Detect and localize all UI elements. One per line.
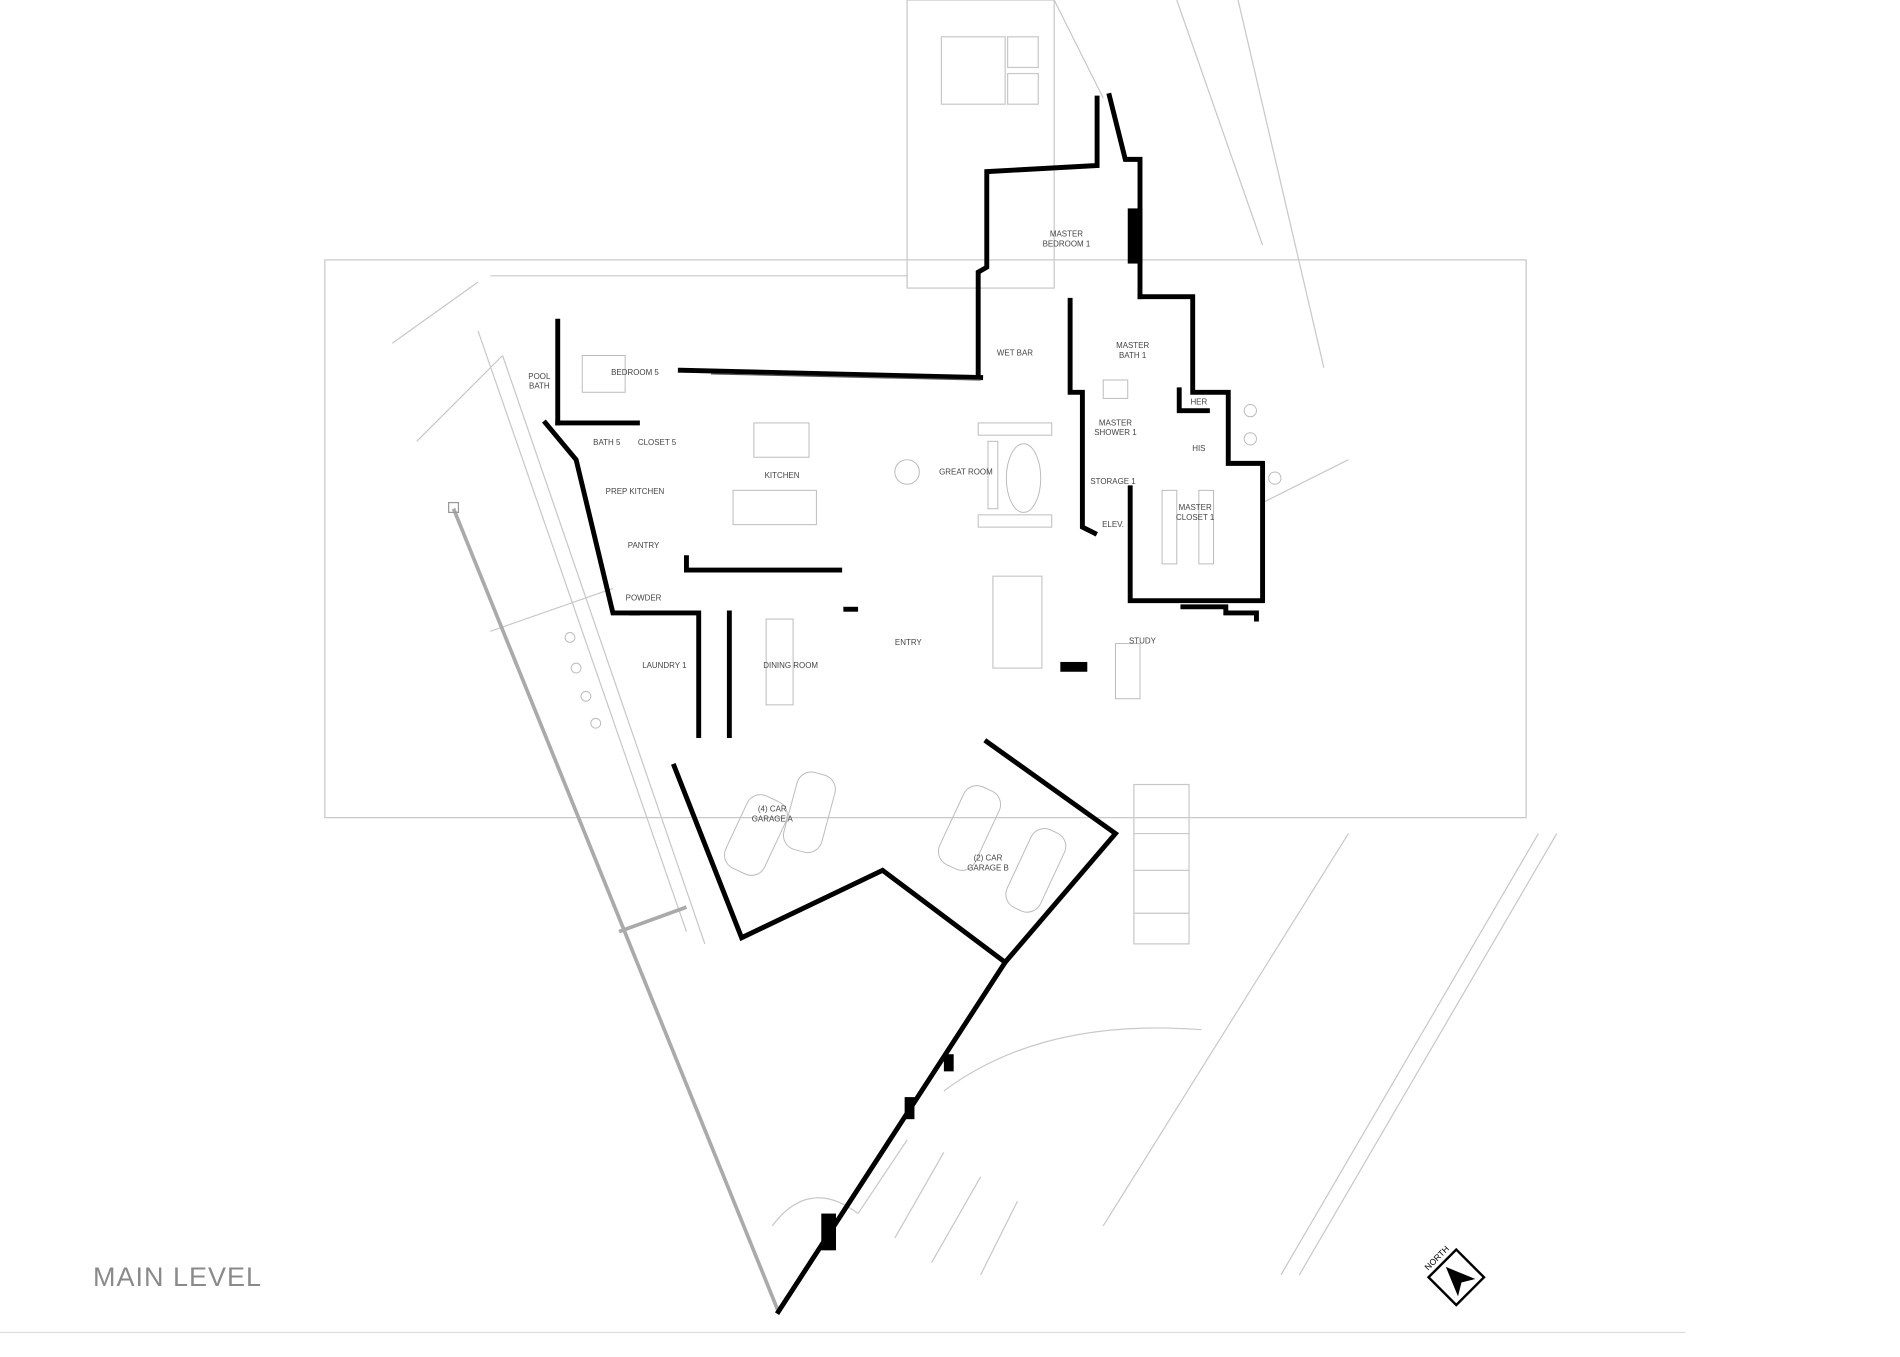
level-title: MAIN LEVEL <box>93 1262 263 1292</box>
room-label-garage-a: (4) CAR <box>758 805 787 814</box>
north-arrow-icon: NORTH <box>1423 1244 1486 1307</box>
room-label-pantry: PANTRY <box>628 541 660 550</box>
room-label-storage: STORAGE 1 <box>1090 477 1136 486</box>
room-label-garage-b: (2) CAR <box>974 854 1003 863</box>
room-label-pool-bath: POOL <box>528 372 551 381</box>
property-line <box>451 508 781 1313</box>
room-label-prep-kitchen: PREP KITCHEN <box>606 487 665 496</box>
room-label-master-bath: MASTER <box>1116 341 1149 350</box>
room-label-closet5: CLOSET 5 <box>638 438 677 447</box>
room-label-master-bedroom: MASTER <box>1050 230 1083 239</box>
room-label-elev: ELEV. <box>1102 520 1124 529</box>
furniture <box>581 355 1215 913</box>
room-label-entry: ENTRY <box>895 638 923 647</box>
site-context <box>0 0 1686 1334</box>
room-label-powder: POWDER <box>626 594 662 603</box>
room-label-his: HIS <box>1192 444 1205 453</box>
room-label-master-shower: MASTER <box>1099 418 1132 427</box>
walls <box>542 92 1266 1316</box>
room-label-her: HER <box>1190 398 1207 407</box>
room-label-laundry: LAUNDRY 1 <box>642 661 687 670</box>
room-label-dining: DINING ROOM <box>763 661 818 670</box>
room-label-wet-bar: WET BAR <box>997 349 1033 358</box>
room-label-bedroom5: BEDROOM 5 <box>611 368 659 377</box>
room-label-great-room: GREAT ROOM <box>939 467 993 476</box>
room-label-bath5: BATH 5 <box>593 438 621 447</box>
room-label-master-closet: MASTER <box>1179 503 1212 512</box>
room-label-kitchen: KITCHEN <box>765 471 800 480</box>
room-label-study: STUDY <box>1129 637 1157 646</box>
